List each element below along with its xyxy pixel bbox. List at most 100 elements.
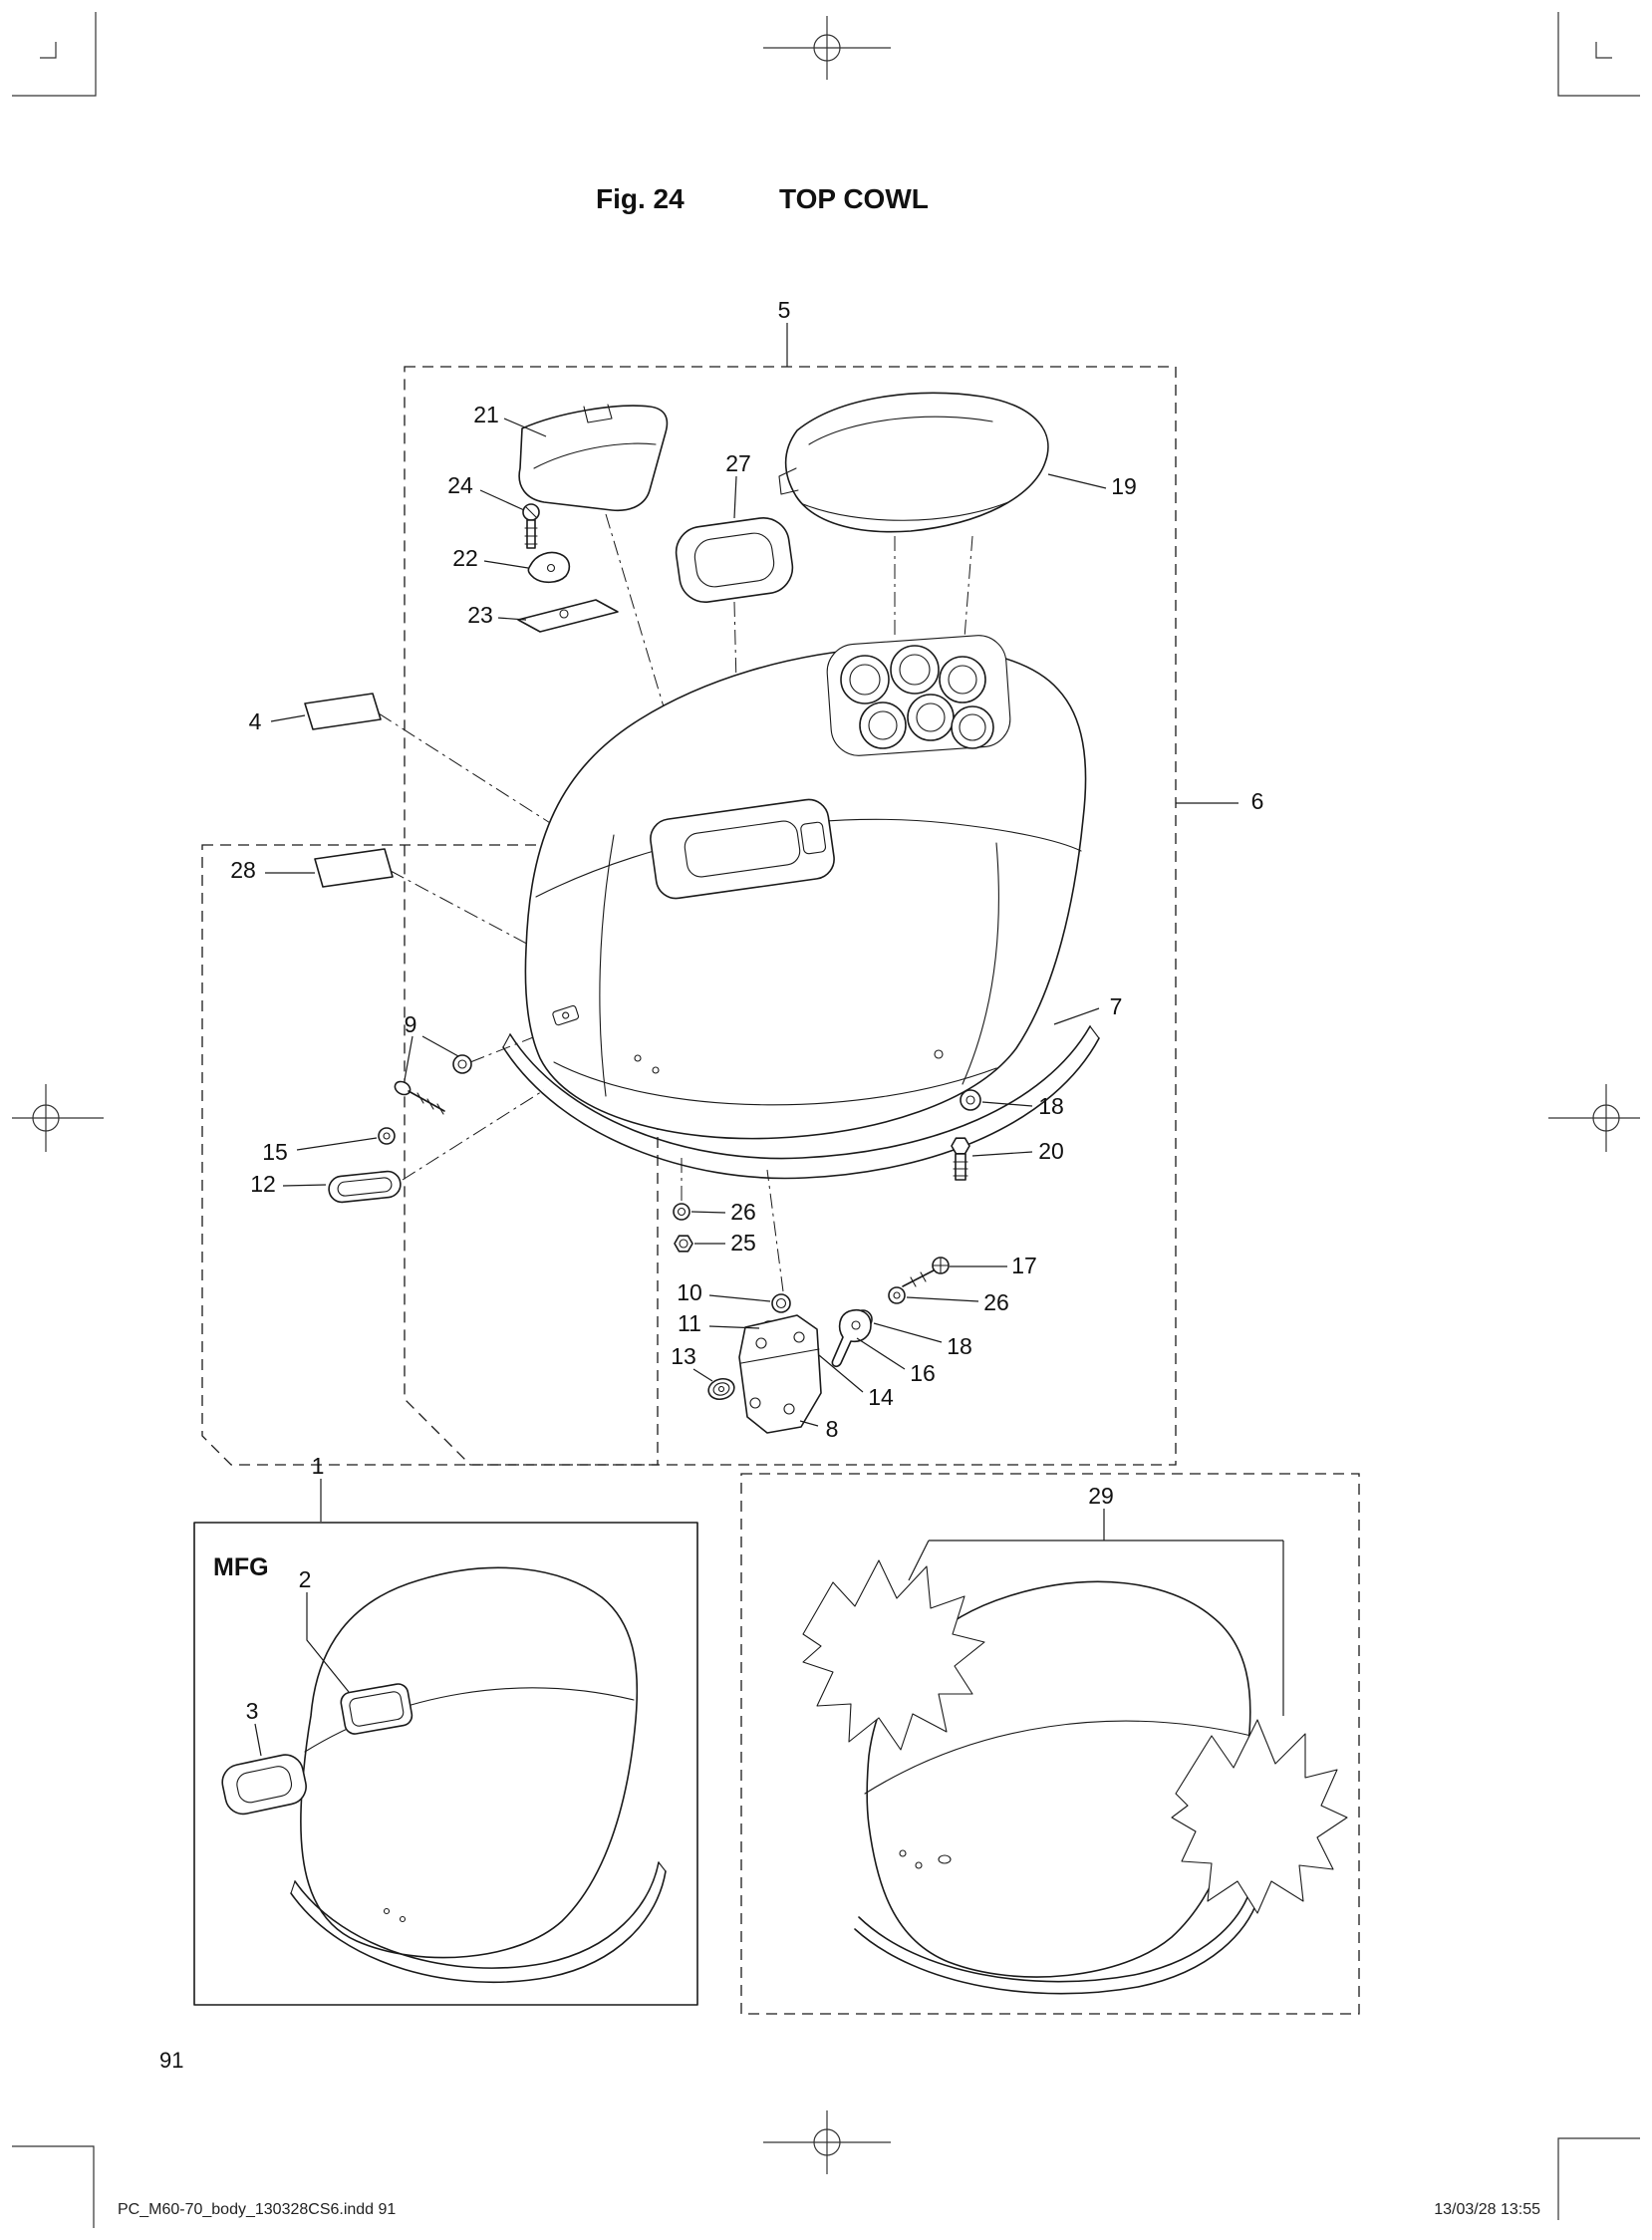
callout-10: 10 — [677, 1279, 702, 1305]
callout-28: 28 — [230, 857, 256, 883]
leader-8 — [799, 1420, 819, 1427]
projection-intake-cover-b — [964, 535, 973, 639]
leader-3 — [254, 1723, 262, 1757]
leader-16 — [856, 1337, 906, 1370]
leader-29 — [908, 1509, 1284, 1716]
register-target-bottom-center — [763, 2110, 891, 2174]
latch-handle-12 — [328, 1170, 402, 1204]
leader-18a — [981, 1101, 1033, 1107]
callout-14: 14 — [868, 1384, 894, 1410]
bolt-24 — [522, 503, 540, 549]
leader-15 — [296, 1137, 378, 1151]
callout-19: 19 — [1111, 473, 1137, 499]
cowl-hole-b — [652, 1066, 660, 1074]
leader-18b — [873, 1322, 943, 1343]
leader-24 — [479, 489, 525, 511]
callout-6: 6 — [1251, 788, 1264, 814]
callout-1: 1 — [312, 1453, 325, 1479]
seal-3 — [221, 1754, 307, 1816]
leader-26b — [906, 1296, 979, 1302]
cowl-left-crease — [599, 834, 615, 1097]
handle-cover-plate — [518, 404, 669, 512]
top-cowl-body — [502, 635, 1100, 1180]
hook-16 — [831, 1309, 872, 1368]
leader-13 — [692, 1368, 713, 1382]
callout-5: 5 — [778, 297, 791, 323]
callout-17: 17 — [1011, 1253, 1037, 1278]
callout-20: 20 — [1038, 1138, 1064, 1164]
handle-seal-27 — [675, 517, 794, 603]
page-number: 91 — [159, 2048, 183, 2073]
latch-keeper — [552, 1004, 580, 1026]
callout-29: 29 — [1088, 1483, 1114, 1509]
nut-10 — [771, 1293, 791, 1313]
bottom-flange — [502, 1025, 1100, 1180]
cowl-hole-a — [634, 1054, 642, 1062]
register-target-left-middle — [12, 1084, 104, 1152]
leader-12 — [282, 1184, 327, 1187]
splash-decal-right — [1171, 1719, 1348, 1914]
decal-4 — [304, 693, 382, 730]
projection-latch-assy — [766, 1169, 784, 1292]
callout-15: 15 — [262, 1139, 288, 1165]
bracket-8 — [738, 1314, 822, 1434]
callout-13: 13 — [671, 1343, 696, 1369]
crop-mark-top-left — [12, 12, 97, 97]
leader-9a — [404, 1035, 413, 1081]
callout-18a: 18 — [1038, 1093, 1064, 1119]
callout-21: 21 — [473, 402, 499, 427]
bolt-20 — [951, 1137, 970, 1181]
leader-21 — [503, 418, 547, 437]
crop-mark-top-left-inner — [40, 42, 57, 59]
callout-18b: 18 — [947, 1333, 972, 1359]
air-intake-cover — [778, 392, 1049, 533]
crop-marks — [12, 12, 1640, 2228]
leader-7 — [1053, 1007, 1100, 1025]
callout-labels: 5 21 24 27 19 22 23 4 28 6 9 7 18 20 15 … — [230, 297, 1263, 1724]
decal-28 — [314, 848, 394, 888]
figure-label: Fig. 24 — [596, 183, 685, 214]
callout-8: 8 — [826, 1416, 839, 1442]
mfg-cowl — [290, 1566, 667, 1983]
nut-25 — [674, 1235, 693, 1253]
cowl-hole-c — [934, 1049, 944, 1059]
mfg-label: MFG — [213, 1553, 269, 1581]
crop-mark-bottom-left — [12, 2145, 95, 2228]
leader-11 — [708, 1325, 760, 1329]
cowl-top-crease — [535, 818, 1082, 898]
splash-decal-left — [802, 1559, 985, 1751]
callout-11: 11 — [678, 1310, 701, 1336]
crop-mark-top-right — [1557, 12, 1640, 97]
leader-19 — [1047, 473, 1107, 489]
grommet-13 — [707, 1377, 735, 1401]
cowl-shell — [524, 645, 1087, 1140]
mfg-inset-box — [193, 1522, 698, 2006]
washer-18a — [960, 1089, 981, 1111]
register-target-right-middle — [1548, 1084, 1640, 1152]
leader-2 — [306, 1592, 350, 1693]
register-target-top-center — [763, 16, 891, 80]
intake-ports — [826, 635, 1011, 756]
assembly-boundary-main — [404, 366, 1177, 1466]
projection-latch-12 — [402, 1089, 545, 1181]
washer-9 — [452, 1054, 472, 1074]
footer-datetime: 13/03/28 13:55 — [1434, 2201, 1540, 2218]
bracket-23 — [517, 599, 619, 633]
screw-9 — [394, 1080, 445, 1115]
footer-filename: PC_M60-70_body_130328CS6.indd 91 — [118, 2201, 396, 2218]
leader-26a — [690, 1211, 726, 1214]
leader-23 — [497, 617, 527, 621]
crop-mark-top-right-inner — [1595, 42, 1612, 59]
cowl-right-crease — [962, 842, 999, 1085]
callout-9: 9 — [405, 1011, 417, 1037]
callout-16: 16 — [910, 1360, 936, 1386]
callout-2: 2 — [299, 1566, 312, 1592]
callout-3: 3 — [246, 1698, 259, 1724]
decal-boundary-box — [740, 1473, 1360, 2015]
callout-24: 24 — [447, 472, 473, 498]
leader-4 — [270, 714, 306, 722]
callout-7: 7 — [1110, 993, 1123, 1019]
assembly-boundary-left — [201, 844, 659, 1466]
leader-20 — [971, 1151, 1033, 1157]
